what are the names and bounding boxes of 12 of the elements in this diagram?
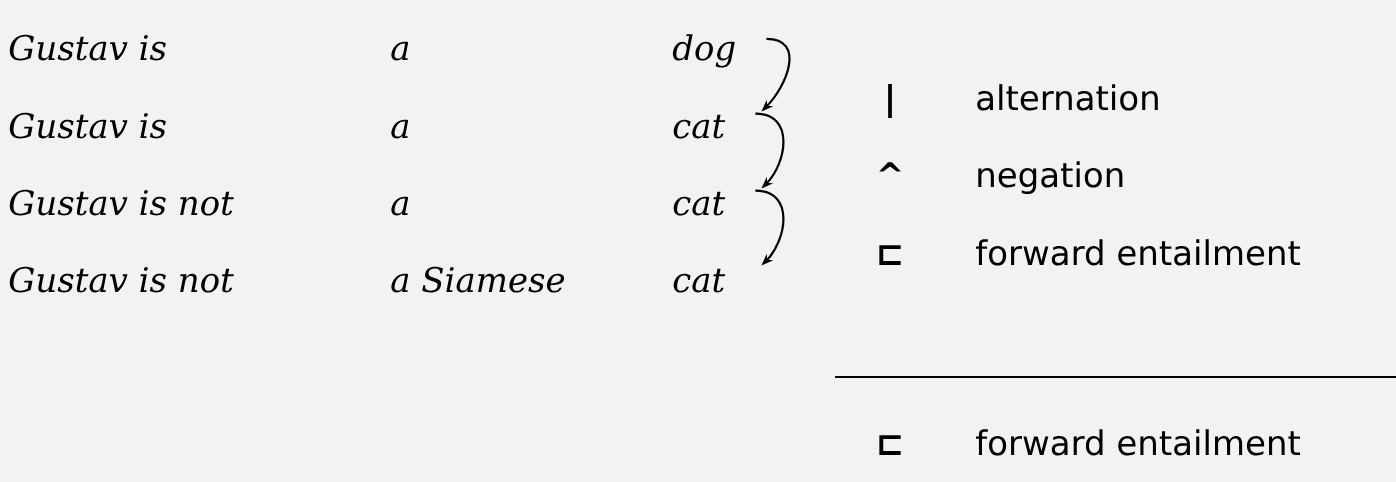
sentence: Gustav is not a cat [9, 189, 726, 216]
sentence: Gustav is a dog [9, 34, 735, 68]
relation-name: negation [978, 161, 1123, 195]
relation-symbol: | [888, 84, 892, 118]
relation-name: forward entailment [976, 429, 1300, 456]
relation-symbol: ^ [879, 162, 901, 172]
relation-name: alternation [977, 84, 1158, 111]
relation-symbol: ⊏ [879, 245, 901, 265]
sentence: Gustav is not a Siamese cat [9, 266, 726, 293]
relation-name: forward entailment [976, 239, 1300, 266]
sentence: Gustav is a cat [9, 112, 726, 139]
relation-symbol: ⊏ [879, 435, 901, 455]
